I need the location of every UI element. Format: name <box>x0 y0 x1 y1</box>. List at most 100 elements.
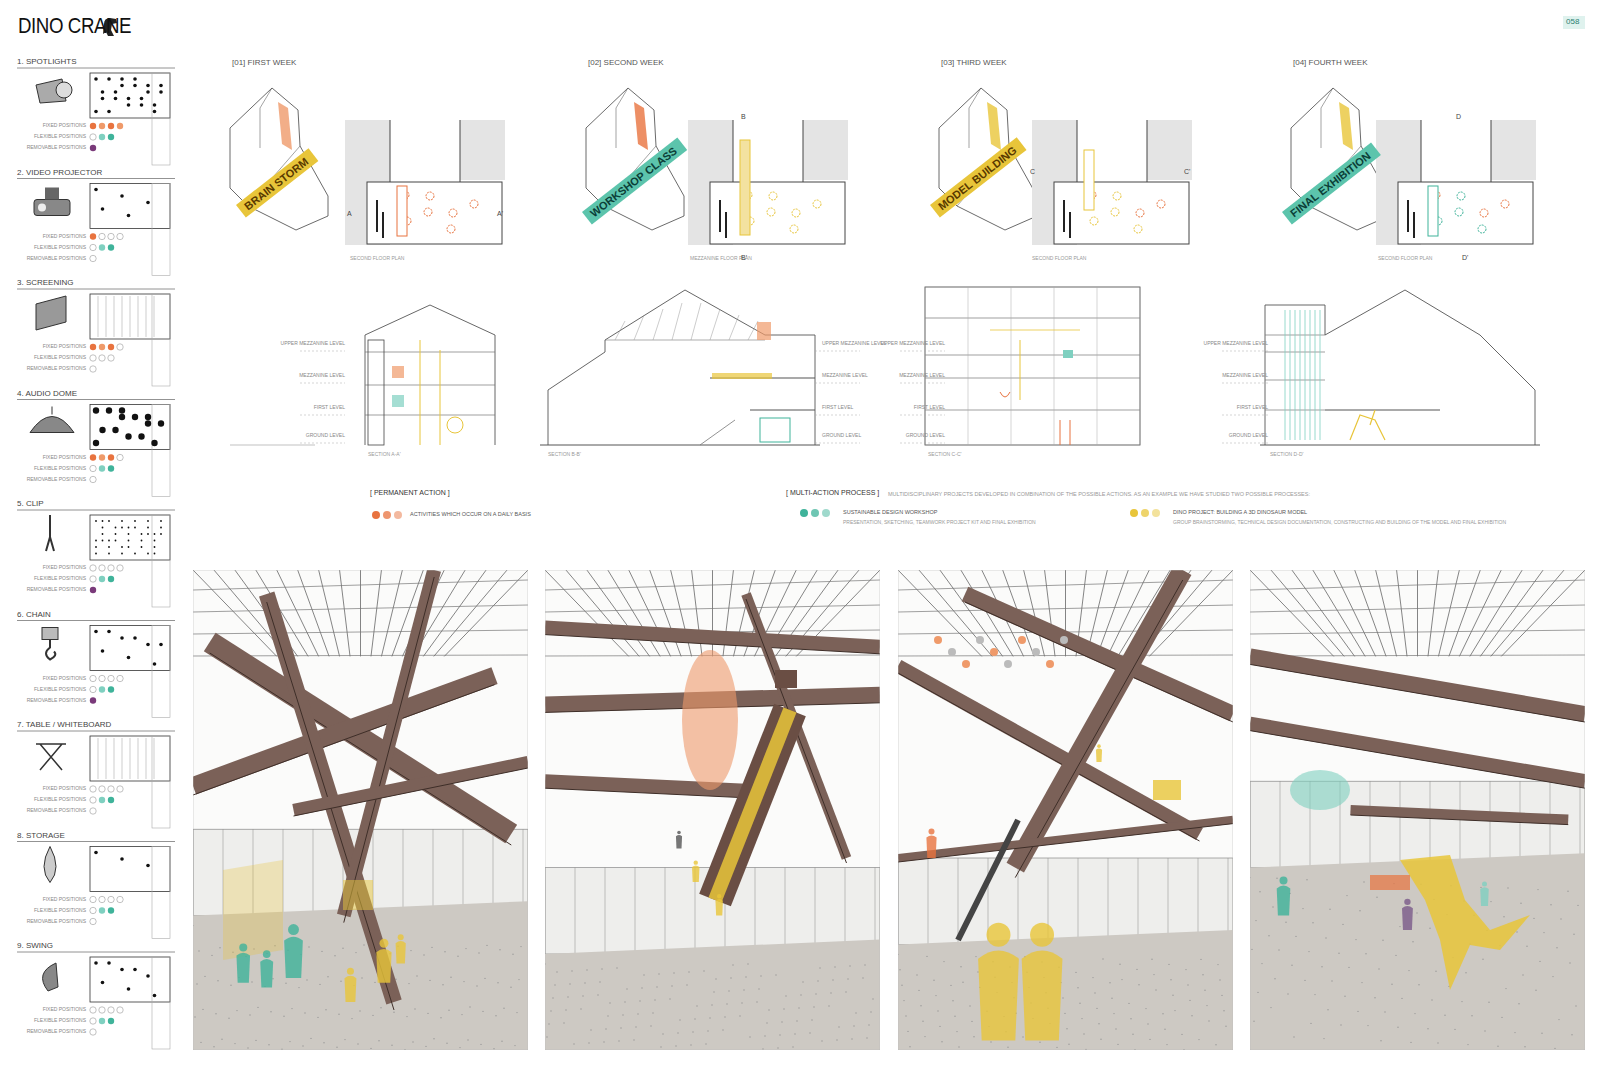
drawing-stroke <box>1290 310 1291 440</box>
legend-swatch <box>1130 509 1138 517</box>
drawing-stroke <box>1022 1036 1023 1037</box>
drawing-stroke <box>954 1016 955 1017</box>
drawing-stroke <box>679 1019 680 1020</box>
position-dot <box>108 553 110 555</box>
drawing-stroke <box>300 443 345 444</box>
drawing-stroke <box>1117 1044 1118 1045</box>
position-type: REMOVABLE POSITIONS <box>27 1029 86 1035</box>
drawing-stroke <box>616 967 617 968</box>
drawing-stroke <box>1397 570 1407 656</box>
steel-beam <box>965 594 1233 714</box>
drawing-stroke <box>17 731 175 732</box>
drawing-stroke <box>745 976 746 977</box>
position-dot <box>94 961 98 965</box>
drawing-stroke <box>152 626 170 718</box>
drawing-stroke <box>114 738 115 779</box>
position-dot <box>141 540 143 542</box>
drawing-stroke <box>1455 208 1463 216</box>
drawing-stroke <box>821 1040 822 1041</box>
position-type: FLEXIBLE POSITIONS <box>34 466 86 472</box>
drawing-stroke <box>925 355 1140 356</box>
position-dot <box>108 546 110 548</box>
drawing-stroke <box>739 1015 740 1016</box>
drawing-stroke <box>512 954 513 955</box>
week-heading: [04] FOURTH WEEK <box>1293 58 1368 67</box>
drawing-stroke <box>1340 1024 1341 1025</box>
drawing-stroke <box>340 981 341 982</box>
figure <box>345 976 357 1002</box>
drawing-stroke <box>90 626 170 671</box>
drawing-stroke <box>599 981 600 982</box>
drawing-stroke <box>327 976 328 977</box>
drawing-stroke <box>355 952 356 953</box>
position-dot <box>107 961 111 965</box>
drawing-stroke <box>1367 1025 1368 1026</box>
drawing-stroke <box>493 1048 494 1049</box>
drawing-stroke <box>1285 922 1286 923</box>
drawing-stroke <box>1280 781 1281 867</box>
drawing-stroke <box>1225 1026 1226 1027</box>
drawing-stroke <box>1339 102 1353 150</box>
rating-dot <box>99 244 105 250</box>
drawing-stroke <box>696 1005 697 1006</box>
drawing-stroke <box>152 515 170 607</box>
drawing-stroke <box>720 200 726 238</box>
drawing-stroke <box>470 200 478 208</box>
drawing-stroke <box>1064 1013 1065 1014</box>
rating-dot <box>90 1029 96 1035</box>
drawing-stroke <box>1327 1009 1328 1010</box>
level-label: UPPER MEZZANINE LEVEL <box>1204 341 1268 347</box>
drawing-stroke <box>1094 992 1095 993</box>
position-dot <box>134 553 136 555</box>
drawing-stroke <box>414 1008 415 1009</box>
rating-dot <box>108 123 114 129</box>
drawing-stroke <box>1334 570 1376 656</box>
drawing-stroke <box>1567 891 1568 892</box>
drawing-stroke <box>828 1005 829 1006</box>
drawing-stroke <box>785 868 786 954</box>
drawing-stroke <box>710 309 720 340</box>
drawing-stroke <box>705 1043 706 1044</box>
drawing-stroke <box>1170 979 1171 980</box>
drawing-stroke <box>658 973 659 974</box>
level-label: UPPER MEZZANINE LEVEL <box>822 341 886 347</box>
drawing-stroke <box>794 1033 795 1034</box>
drawing-stroke <box>643 974 644 975</box>
drawing-stroke <box>1153 974 1154 975</box>
drawing-stroke <box>446 1043 447 1044</box>
legend-swatch <box>1152 509 1160 517</box>
drawing-stroke <box>444 951 445 952</box>
figure <box>677 831 681 835</box>
rating-dot <box>99 355 105 361</box>
drawing-stroke <box>968 287 969 445</box>
steel-beam <box>193 676 495 786</box>
steel-beam <box>1351 810 1569 820</box>
drawing-stroke <box>520 946 521 947</box>
drawing-stroke <box>1168 964 1169 965</box>
drawing-stroke <box>760 418 790 442</box>
drawing-stroke <box>728 990 729 991</box>
rating-dot <box>108 344 114 350</box>
drawing-stroke <box>762 1048 763 1049</box>
drawing-stroke <box>1271 570 1344 656</box>
drawing-stroke <box>1480 209 1488 217</box>
rating-dot <box>90 587 96 593</box>
rating-dot <box>99 896 105 902</box>
drawing-stroke <box>565 1009 566 1010</box>
rating-dot <box>117 896 123 902</box>
drawing-stroke <box>1325 937 1326 938</box>
drawing-stroke <box>1090 217 1098 225</box>
drawing-stroke <box>486 945 487 946</box>
drawing-stroke <box>634 315 644 340</box>
drawing-stroke <box>372 1015 373 1016</box>
drawing-stroke <box>584 982 585 983</box>
drawing-stroke <box>298 570 329 656</box>
drawing-stroke <box>1520 781 1521 867</box>
section-marker: A' <box>497 210 503 218</box>
drawing-stroke <box>1083 1033 1084 1034</box>
drawing-stroke <box>635 868 636 954</box>
drawing-stroke <box>1438 570 1459 656</box>
position-dot <box>121 527 123 529</box>
drawing-stroke <box>251 981 252 982</box>
position-dot <box>99 427 105 433</box>
